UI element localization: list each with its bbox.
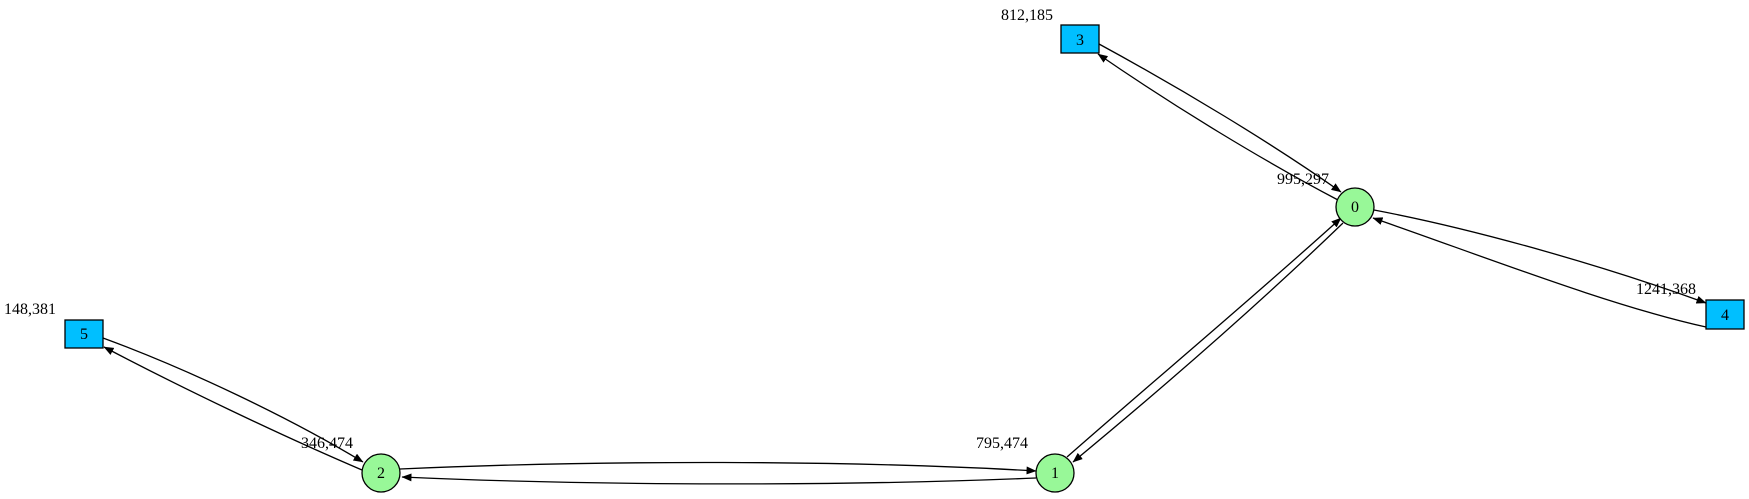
- node-0-coord-label: 995,297: [1277, 171, 1329, 188]
- node-layer: 0 995,297 1 795,474 2 346,474 3 812,185 …: [4, 7, 1745, 493]
- node-2-coord-label: 346,474: [301, 435, 353, 452]
- node-4[interactable]: 4 1241,368: [1636, 281, 1745, 330]
- edge-2-to-1: [399, 461, 1037, 475]
- edge-1-to-0: [1066, 217, 1342, 458]
- node-2[interactable]: 2 346,474: [301, 435, 401, 493]
- node-1-label: 1: [1051, 465, 1059, 482]
- node-5-square: [64, 319, 104, 349]
- node-4-square: [1705, 299, 1745, 330]
- node-0-circle: [1335, 187, 1375, 227]
- edge-4-to-0: [1372, 217, 1707, 328]
- node-3[interactable]: 3 812,185: [1001, 7, 1100, 54]
- edge-3-to-0: [1098, 43, 1342, 193]
- node-2-circle: [361, 453, 401, 493]
- edge-1-to-2: [401, 473, 1037, 485]
- node-1[interactable]: 1 795,474: [976, 435, 1075, 493]
- node-3-coord-label: 812,185: [1001, 7, 1053, 24]
- node-3-label: 3: [1076, 32, 1084, 49]
- edge-5-to-2: [102, 337, 364, 463]
- node-5[interactable]: 5 148,381: [4, 301, 104, 349]
- node-5-coord-label: 148,381: [4, 301, 56, 318]
- edge-0-to-3: [1097, 53, 1339, 201]
- node-5-label: 5: [80, 326, 88, 343]
- node-0[interactable]: 0 995,297: [1277, 171, 1375, 227]
- edge-2-to-5: [103, 346, 363, 471]
- node-4-label: 4: [1721, 307, 1729, 324]
- node-2-label: 2: [377, 465, 385, 482]
- node-1-coord-label: 795,474: [976, 435, 1028, 452]
- node-0-label: 0: [1351, 199, 1359, 216]
- node-3-square: [1060, 24, 1100, 54]
- edge-0-to-1: [1072, 222, 1344, 463]
- node-4-coord-label: 1241,368: [1636, 281, 1696, 298]
- node-1-circle: [1035, 453, 1075, 493]
- edge-0-to-4: [1373, 209, 1707, 304]
- edge-layer: [102, 43, 1707, 485]
